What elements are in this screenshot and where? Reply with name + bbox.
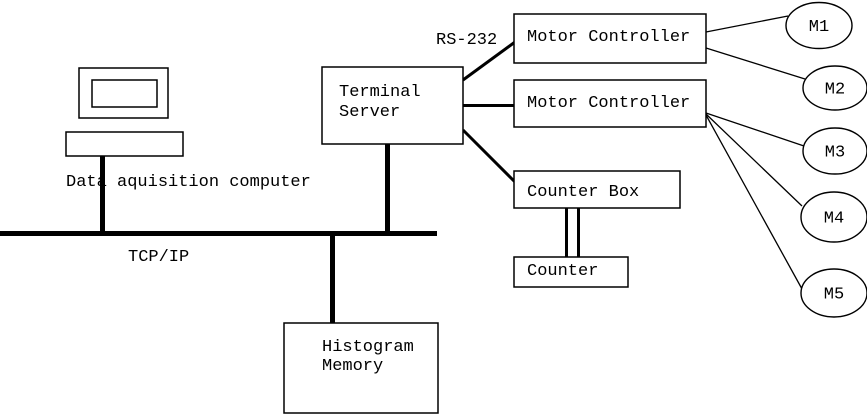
terminal-server-label-line1: Terminal: [339, 83, 421, 102]
line-mc2-to-m5: [705, 114, 803, 290]
computer-keyboard-icon: [65, 131, 184, 157]
motor-m5-label: M5: [824, 286, 844, 305]
line-mc2-to-m4: [705, 113, 803, 207]
line-mc1-to-m1: [705, 15, 789, 33]
line-mc2-to-m3: [705, 112, 805, 147]
data-acquisition-computer-label: Data aquisition computer: [66, 173, 311, 192]
histogram-memory-label-line2: Memory: [322, 357, 383, 376]
terminal-server-label-line2: Server: [339, 103, 400, 122]
rs232-label: RS-232: [436, 31, 497, 50]
counter-box-box: [513, 170, 681, 209]
motor-m1-label: M1: [809, 18, 829, 37]
motor-m1-ellipse: [785, 1, 853, 50]
line-mc1-to-m2: [705, 47, 806, 80]
counter-box: [513, 256, 629, 288]
motor-m4-ellipse: [800, 191, 867, 243]
motor-controller-1-box: [513, 13, 707, 64]
motor-controller-2-label: Motor Controller: [527, 94, 690, 113]
rs232-line-to-counter-box: [461, 128, 517, 184]
counter-label: Counter: [527, 262, 598, 281]
computer-screen-icon: [91, 79, 158, 108]
counter-box-label: Counter Box: [527, 183, 639, 202]
motor-m3-ellipse: [802, 127, 867, 175]
histogram-memory-box: [283, 322, 439, 414]
motor-m4-label: M4: [824, 210, 844, 229]
histogram-memory-label-line1: Histogram: [322, 338, 414, 357]
motor-m5-ellipse: [800, 268, 867, 318]
tcpip-bus-label: TCP/IP: [128, 248, 189, 267]
terminal-server-box: [321, 66, 464, 145]
motor-m2-label: M2: [825, 81, 845, 100]
motor-m2-ellipse: [802, 65, 867, 111]
motor-m3-label: M3: [825, 144, 845, 163]
rs232-line-to-motor-controller-1: [462, 40, 516, 82]
motor-controller-1-label: Motor Controller: [527, 28, 690, 47]
motor-controller-2-box: [513, 79, 707, 128]
